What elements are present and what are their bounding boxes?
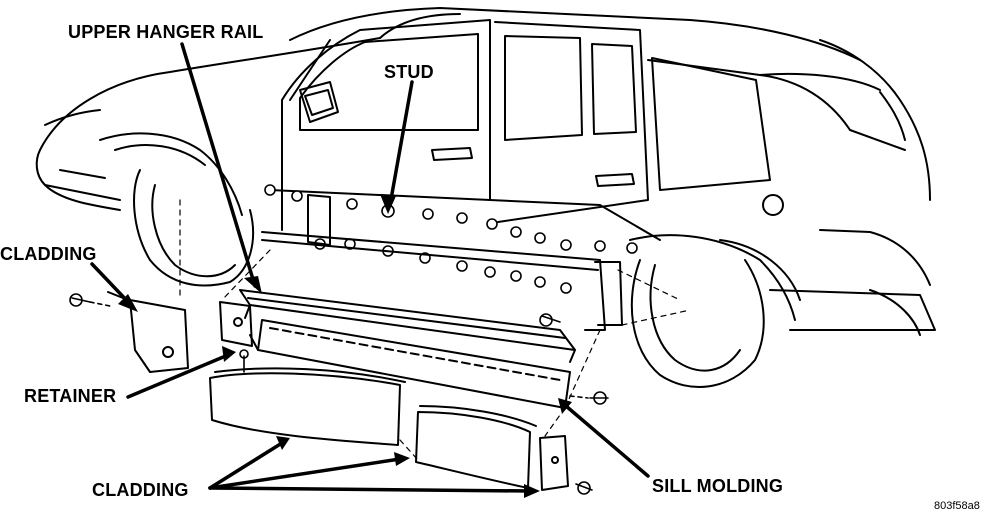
label-cladding-left: CLADDING bbox=[0, 244, 97, 264]
cladding-panel-front bbox=[209, 367, 406, 446]
upper-hanger-rail bbox=[239, 289, 576, 363]
figure-id: 803f58a8 bbox=[934, 500, 980, 512]
vehicle-body bbox=[35, 7, 936, 336]
cladding-panel-rear bbox=[415, 405, 537, 489]
assembly-dashed-lines bbox=[179, 199, 691, 461]
label-retainer: RETAINER bbox=[24, 386, 117, 406]
label-upper-hanger-rail: UPPER HANGER RAIL bbox=[68, 22, 264, 42]
label-cladding-bottom: CLADDING bbox=[92, 480, 189, 500]
body-mount-strip bbox=[261, 194, 623, 331]
rear-wheel bbox=[629, 234, 801, 388]
stud-array bbox=[264, 184, 638, 294]
arrow-heads bbox=[118, 194, 572, 498]
label-stud: STUD bbox=[384, 62, 434, 82]
cladding-bracket-left bbox=[107, 291, 189, 373]
label-sill-molding: SILL MOLDING bbox=[652, 476, 784, 496]
end-bracket-rear bbox=[539, 435, 569, 491]
screw-fasteners bbox=[69, 293, 609, 495]
leader-arrows bbox=[90, 42, 650, 493]
front-wheel bbox=[99, 132, 254, 287]
end-bracket-front bbox=[219, 301, 253, 347]
